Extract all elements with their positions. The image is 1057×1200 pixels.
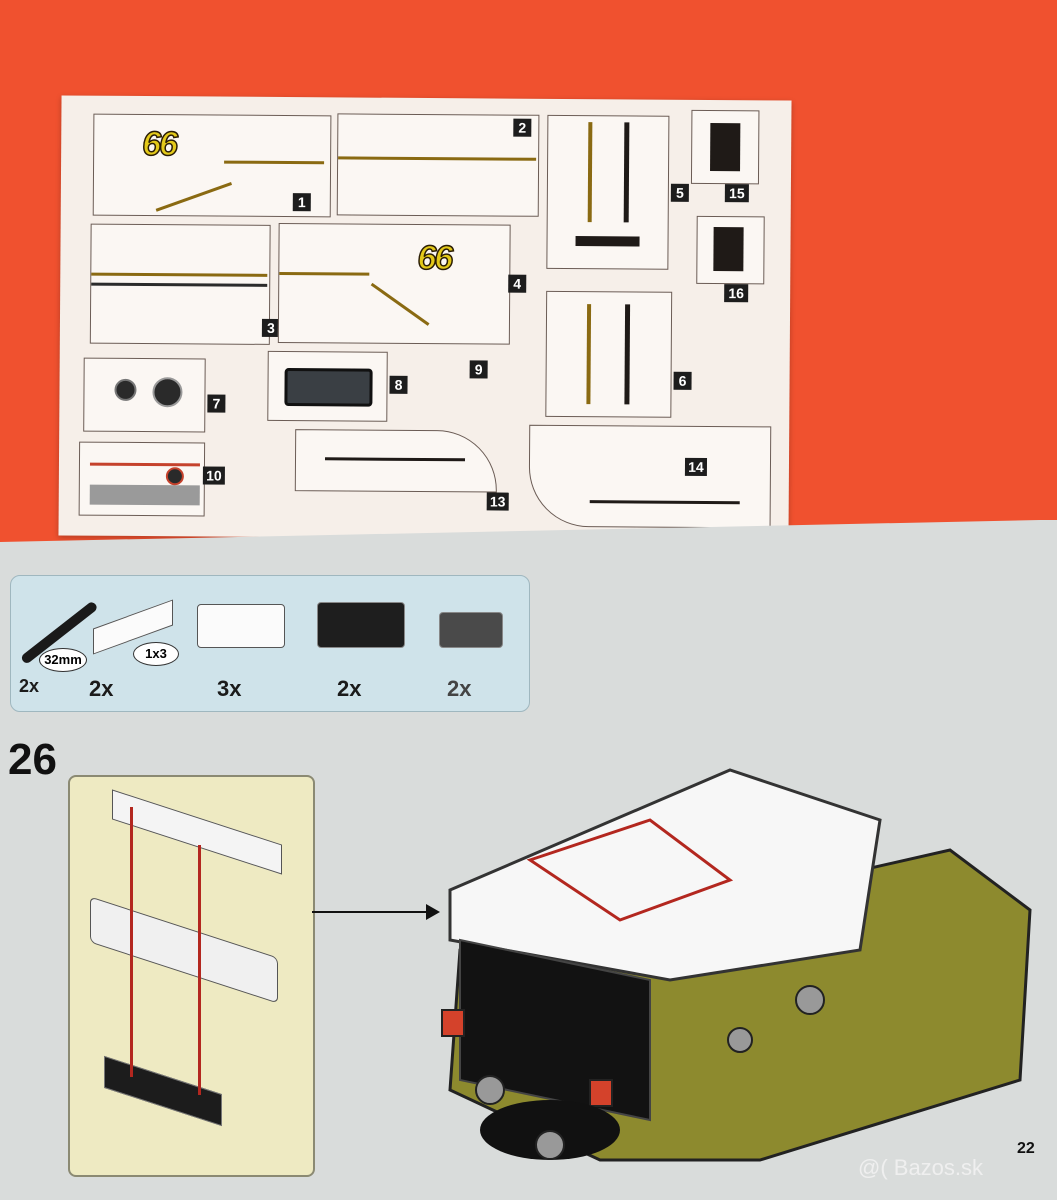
sticker-16 [696,215,765,285]
sticker-label-2: 2 [513,118,532,137]
sticker-label-10: 10 [202,466,225,485]
gauge-icon [114,378,137,401]
watermark-text: @( Bazos.sk [858,1155,984,1180]
sticker-label-7: 7 [207,394,226,413]
sticker-7 [83,357,206,433]
white-slope-icon [197,604,285,648]
part-qty-slope: 3x [217,676,242,701]
connector-arrow-icon [312,911,430,913]
sticker-10 [78,441,206,517]
logo-66-icon-2: 66 [417,238,453,278]
dial-icon [152,377,183,408]
sticker-label-1: 1 [292,193,311,212]
part-tag-1x3: 1x3 [133,642,179,666]
sticker-6 [545,290,673,418]
parts-list-panel: 32mm 2x 1x3 2x 3x 2x 2x [10,575,530,712]
arrow-down-icon [130,807,133,1077]
logo-66-icon: 66 [141,124,177,164]
sticker-14 [528,424,772,529]
sticker-label-16: 16 [724,284,749,303]
sticker-sheet: 66 1 2 5 15 16 3 66 4 6 [58,95,792,541]
part-qty-tile: 2x [89,676,114,701]
sticker-label-13: 13 [486,492,509,511]
tail-light-right [589,1079,613,1107]
page-number: 22 [1017,1140,1035,1157]
part-tag-32mm: 32mm [39,648,87,672]
sticker-label-5: 5 [670,183,689,202]
tail-light-left [441,1009,465,1037]
roof-plate-red-outline [526,818,734,922]
tow-hook-icon [475,1075,505,1105]
sticker-label-6: 6 [673,371,692,390]
arrow-down-icon-2 [198,845,201,1095]
white-tiles-icon [112,789,282,875]
pin-icon-2 [795,985,825,1015]
sticker-15 [690,109,760,185]
sticker-9 [265,373,506,499]
vehicle-roof [448,768,882,982]
dark-plate-icon [439,612,503,648]
sticker-5 [546,114,670,270]
pin-icon [535,1130,565,1160]
sub-assembly-panel [68,775,315,1177]
sticker-label-9: 9 [469,360,488,379]
pin-icon-3 [727,1027,753,1053]
sticker-label-15: 15 [724,184,749,203]
sticker-label-4: 4 [508,274,527,293]
sticker-2 [336,113,540,217]
part-qty-rod: 2x [19,676,40,696]
sticker-label-14: 14 [684,457,708,476]
sticker-4: 66 [277,222,511,345]
black-plate-base-icon [104,1055,222,1127]
step-number: 26 [8,735,57,784]
sticker-3 [89,223,271,345]
part-qty-dark-plate: 2x [447,676,472,701]
black-plate-icon [317,602,405,648]
vehicle-model-illustration [441,768,1032,1162]
lamp-icon [165,467,184,486]
white-slopes-icon [90,896,278,1004]
arrow-head-icon [426,904,440,920]
part-qty-black-plate: 2x [337,676,362,701]
